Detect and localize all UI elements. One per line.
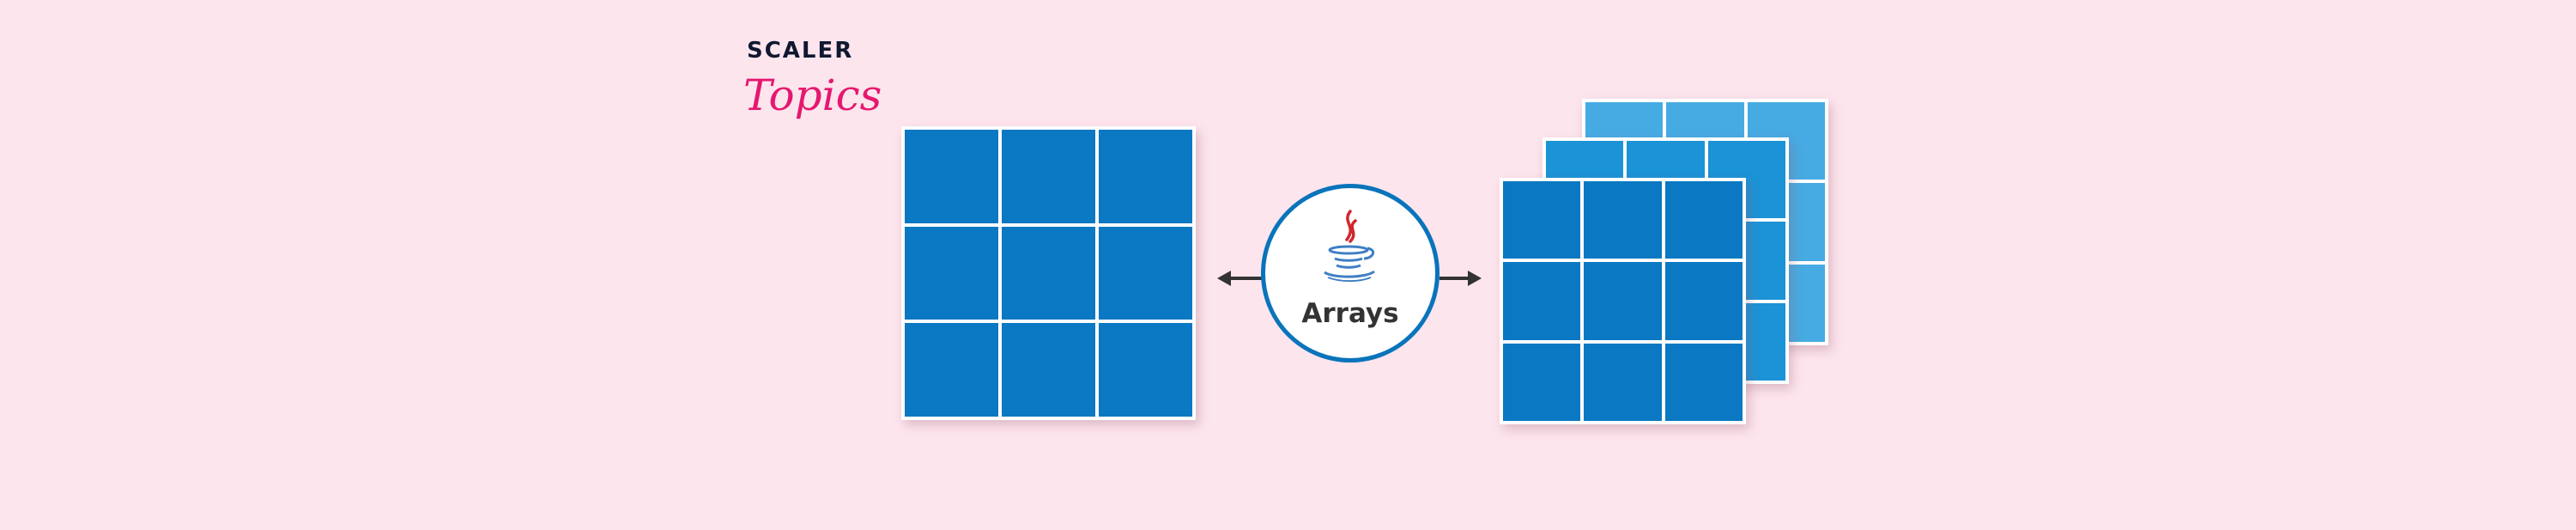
array-cell [1503,262,1581,340]
left-arrow-head [1217,271,1231,286]
array-cell [1584,181,1662,259]
java-coffee-cup-icon [1324,210,1375,283]
array-cell [1664,181,1743,259]
array-cell [905,226,998,320]
array-cell [1503,181,1581,259]
logo-topics-text: Topics [743,70,882,120]
arrays-circle: Arrays [1261,184,1440,362]
arrays-label: Arrays [1301,298,1399,329]
two-dimensional-array-grid [901,126,1196,420]
array-cell [1664,262,1743,340]
array-cell [1584,262,1662,340]
array-cell [905,323,998,417]
left-arrow-line [1229,277,1262,280]
array-cell [1099,226,1192,320]
array-cell [1002,130,1095,223]
3d-array-layer-front [1500,178,1746,424]
array-cell [1584,343,1662,421]
right-arrow-head [1468,271,1482,286]
right-arrow-line [1440,277,1470,280]
array-cell [1002,323,1095,417]
array-cell [1002,226,1095,320]
logo-scaler-text: SCALER [747,38,854,64]
array-cell [1503,343,1581,421]
array-cell [1664,343,1743,421]
array-cell [905,130,998,223]
array-cell [1099,130,1192,223]
array-cell [1099,323,1192,417]
